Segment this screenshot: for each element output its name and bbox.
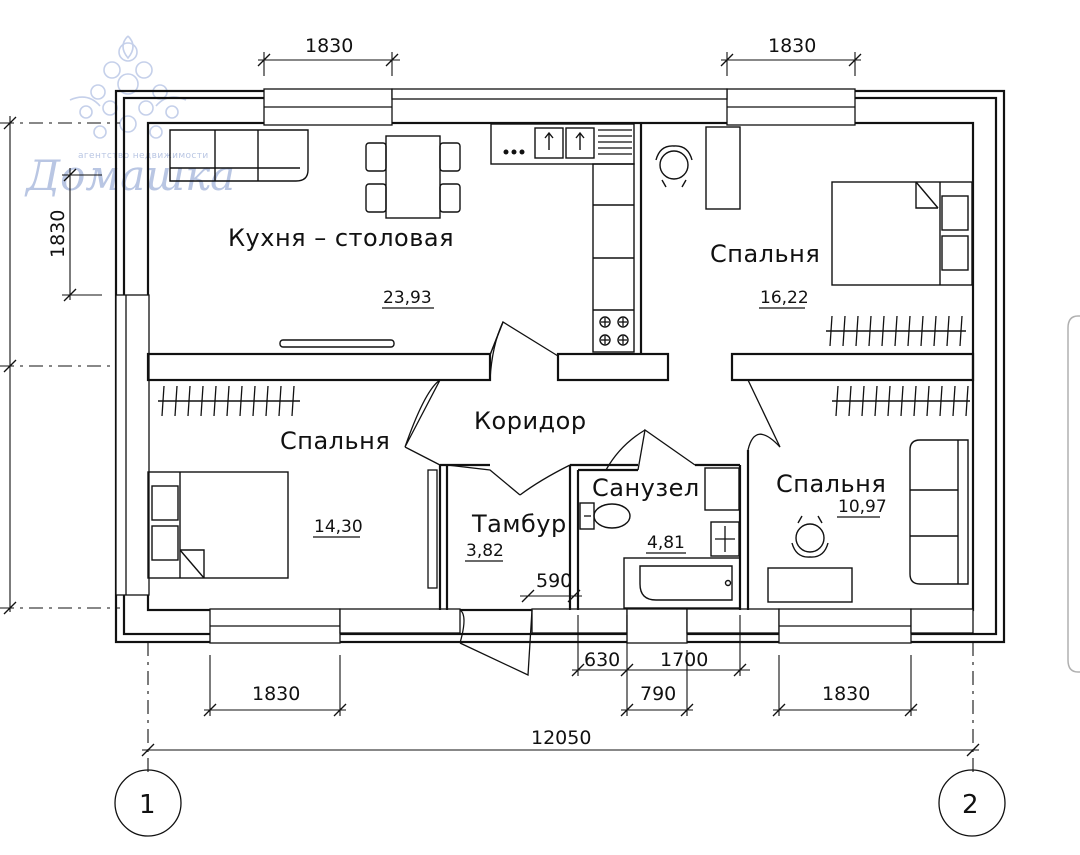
axis-marker-2 [938,769,1006,837]
room-name-corridor: Коридор [474,407,587,435]
exterior-walls [114,89,1006,644]
wardrobe-icon [832,385,970,417]
bathroom-fixtures [579,467,741,609]
axis-label-1: 1 [139,790,156,820]
bedroom-ne-furniture [655,126,973,347]
bed-icon [147,471,289,579]
dining-table-icon [365,135,461,219]
axis-markers: 1 2 [114,769,1006,837]
axis-marker-1 [114,769,182,837]
room-name-bedroom-w: Спальня [280,427,390,455]
dim-bath-width: 1700 [660,649,708,671]
wardrobe-icon [158,385,300,417]
windows-bottom [209,608,974,644]
room-labels: Кухня – столовая 23,93 Спальня 16,22 Спа… [228,224,887,562]
dim-vestibule-door: 590 [536,570,572,592]
desk-chair-icon [655,145,693,188]
dim-top-left-window: 1830 [305,35,353,57]
bedroom-w-furniture [147,385,300,579]
room-area-bathroom: 4,81 [647,533,685,553]
doors [404,321,781,676]
cabinet-icon [704,467,740,511]
left-grid-dimension [3,116,17,615]
hob-icon [599,316,629,346]
desk-icon [767,567,853,603]
window-left [115,294,150,596]
bedroom-se-furniture [767,385,970,603]
room-name-kitchen: Кухня – столовая [228,224,454,252]
room-area-bedroom-ne: 16,22 [760,288,809,308]
room-name-bedroom-se: Спальня [776,470,886,498]
room-area-vestibule: 3,82 [466,541,504,561]
dim-bath-offset: 630 [584,649,620,671]
room-name-bathroom: Санузел [592,474,700,502]
room-name-bedroom-ne: Спальня [710,240,820,268]
toilet-icon [579,502,631,530]
watermark-logo: Домашка агентство недвижимости [24,35,235,200]
bathtub-icon [623,557,741,609]
room-area-bedroom-se: 10,97 [838,497,887,517]
side-panel-edge [1067,315,1080,673]
dim-bath-door: 790 [640,683,676,705]
desk-chair-icon [791,515,829,558]
dim-bottom-right-window: 1830 [822,683,870,705]
dimensions: 1830 1830 1830 1830 1830 590 630 170 [47,35,980,757]
bed-icon [831,181,973,286]
room-area-bedroom-w: 14,30 [314,517,363,537]
dim-overall-width: 12050 [531,727,591,749]
shower-icon [710,521,740,557]
room-name-vestibule: Тамбур [471,510,567,538]
axis-label-2: 2 [962,790,979,820]
dim-left-vertical: 1830 [47,210,69,258]
kitchen-furniture [169,123,635,353]
windows-top [263,88,856,126]
watermark-tagline: агентство недвижимости [78,151,209,161]
dim-top-right-window: 1830 [768,35,816,57]
room-area-kitchen: 23,93 [383,288,432,308]
dim-bottom-left-window: 1830 [252,683,300,705]
watermark-brand: Домашка [24,151,235,200]
radiator-icon [279,339,395,348]
sofa-icon [169,129,309,182]
axis-lines [0,122,974,775]
sofa-icon [909,439,969,585]
wardrobe-icon [826,315,966,347]
desk-icon [705,126,741,210]
kitchen-counter-icon [490,123,635,353]
